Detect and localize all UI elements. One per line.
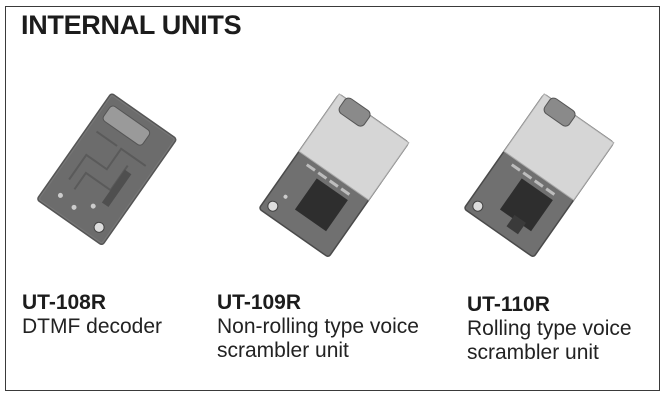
model-name: UT-109R (217, 291, 302, 314)
ut-110r-photo (464, 93, 615, 257)
model-description-line-1: Rolling type voice (467, 317, 632, 340)
model-description: DTMF decoder (22, 315, 163, 338)
model-name: UT-110R (467, 293, 550, 316)
model-name: UT-108R (22, 291, 107, 314)
section-title: INTERNAL UNITS (21, 10, 242, 40)
unit-label-ut-109r: UT-109R Non-rolling type voice scrambler… (217, 291, 419, 363)
unit-label-ut-110r: UT-110R Rolling type voice scrambler uni… (467, 293, 632, 365)
model-description-line-2: scrambler unit (217, 339, 349, 362)
ut-108r-photo (37, 93, 177, 246)
ut-109r-photo (259, 93, 410, 257)
model-description-line-1: Non-rolling type voice (217, 315, 419, 338)
unit-label-ut-108r: UT-108R DTMF decoder (22, 291, 162, 339)
model-description-line-2: scrambler unit (467, 341, 599, 364)
